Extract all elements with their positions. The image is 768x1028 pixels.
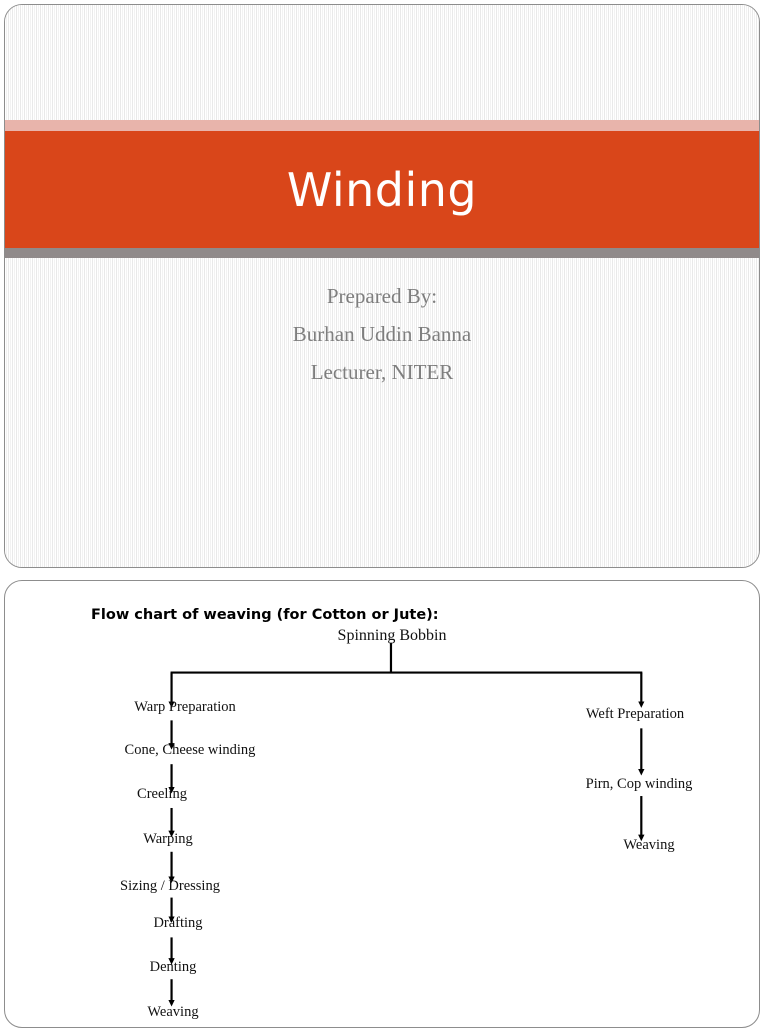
flow-node-pirn-cop-winding: Pirn, Cop winding: [585, 776, 693, 792]
subtitle-block: Prepared By: Burhan Uddin Banna Lecturer…: [5, 277, 759, 391]
flow-node-warp-preparation: Warp Preparation: [134, 699, 236, 715]
title-band-group: Winding: [5, 120, 759, 258]
subtitle-line-affiliation: Lecturer, NITER: [310, 360, 454, 384]
flow-node-creeling: Creeling: [137, 786, 187, 802]
flow-node-drafting: Drafting: [153, 915, 203, 931]
flow-node-weaving-warp: Weaving: [147, 1004, 199, 1020]
flowchart-canvas: Flow chart of weaving (for Cotton or Jut…: [5, 581, 759, 1027]
accent-band-orange: Winding: [5, 131, 759, 248]
flow-node-weft-preparation: Weft Preparation: [585, 706, 685, 722]
flowchart-connectors: [168, 642, 645, 1007]
flow-node-weaving-weft: Weaving: [623, 837, 675, 853]
flow-node-warping: Warping: [143, 831, 193, 847]
flow-node-denting: Denting: [149, 959, 197, 975]
subtitle-line-author: Burhan Uddin Banna: [292, 322, 472, 346]
flow-node-cone-cheese-winding: Cone, Cheese winding: [124, 742, 256, 758]
flowchart-slide: Flow chart of weaving (for Cotton or Jut…: [4, 580, 760, 1028]
flow-node-root: Spinning Bobbin: [337, 627, 447, 644]
accent-band-pink: [5, 120, 759, 131]
page-title: Winding: [286, 162, 478, 217]
accent-band-gray: [5, 248, 759, 258]
subtitle-line-prepared-by: Prepared By:: [326, 284, 438, 308]
flowchart-heading: Flow chart of weaving (for Cotton or Jut…: [91, 607, 439, 623]
flow-node-sizing-dressing: Sizing / Dressing: [120, 878, 220, 894]
title-slide: Winding Prepared By: Burhan Uddin Banna …: [4, 4, 760, 568]
